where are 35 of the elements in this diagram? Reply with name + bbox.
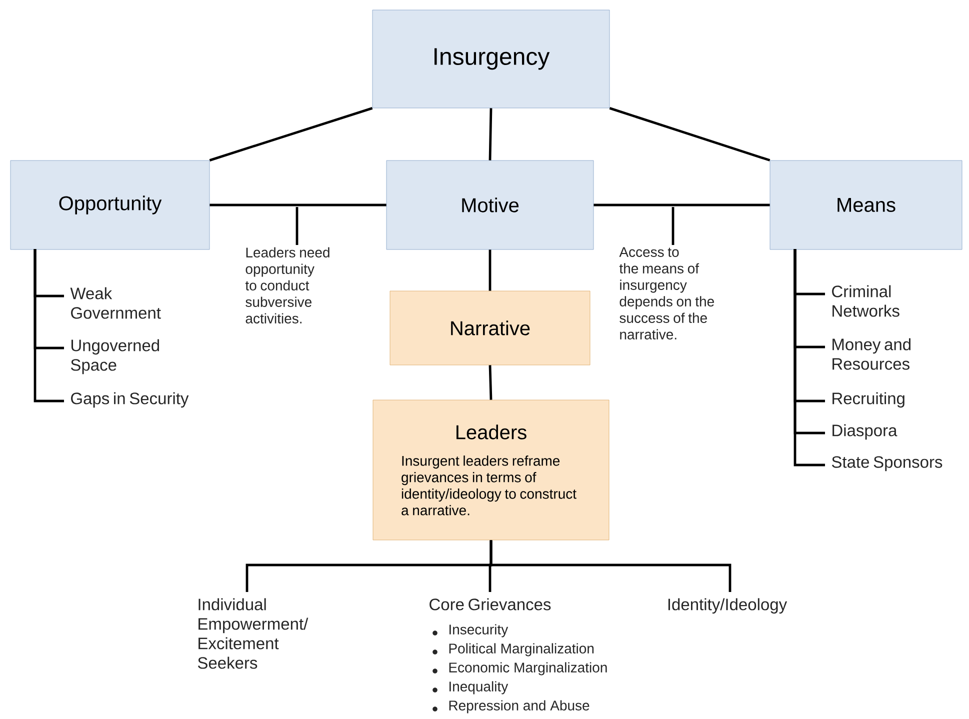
item-label: Ungoverned Space	[70, 339, 160, 374]
bullet-item: Political Marginalization	[432, 643, 594, 656]
bullet-item: Inequality	[432, 681, 508, 694]
item-label: Individual Empowerment/ Excitement Seekers	[198, 598, 308, 669]
connector-line	[210, 204, 386, 206]
item-label: State Sponsors	[832, 456, 942, 472]
connector-line	[490, 540, 732, 592]
connector-line	[594, 204, 770, 206]
item-label: Diaspora	[832, 424, 898, 440]
bullet-item: Repression and Abuse	[432, 700, 590, 714]
note-text: Leaders need opportunity to conduct subversive activities.	[245, 247, 330, 324]
process-box: Insurgency	[372, 10, 610, 108]
item-label: Criminal Networks	[832, 285, 900, 317]
item-label: Money and Resources	[832, 338, 910, 370]
connector-line	[209, 107, 373, 162]
connector-line	[488, 365, 492, 400]
item-label: Identity/Ideology	[668, 598, 788, 614]
process-box: Motive	[386, 160, 594, 250]
connector-line	[488, 108, 492, 160]
highlight-box: Leaders Insurgent leaders reframe grievances in terms of identity/ideology to construct a narrative.	[372, 400, 610, 540]
highlight-box: Narrative	[390, 290, 590, 366]
connector-line	[672, 207, 674, 245]
item-label: Gaps in Security	[71, 392, 189, 408]
item-label: Core Grievances	[430, 598, 551, 610]
connector-line	[488, 250, 492, 291]
note-text: Access to the means of insurgency depends on the success of the narrative.	[619, 247, 714, 340]
process-box: Means	[770, 160, 962, 250]
connector-line	[34, 249, 64, 402]
connector-line	[296, 207, 298, 245]
item-label: Weak Government	[70, 287, 161, 319]
bullet-item: Economic Marginalization	[432, 662, 607, 676]
bullet-item: Insecurity	[432, 624, 508, 638]
process-box: Opportunity	[10, 160, 210, 250]
connector-line	[609, 107, 770, 162]
item-label: Recruiting	[832, 392, 904, 408]
